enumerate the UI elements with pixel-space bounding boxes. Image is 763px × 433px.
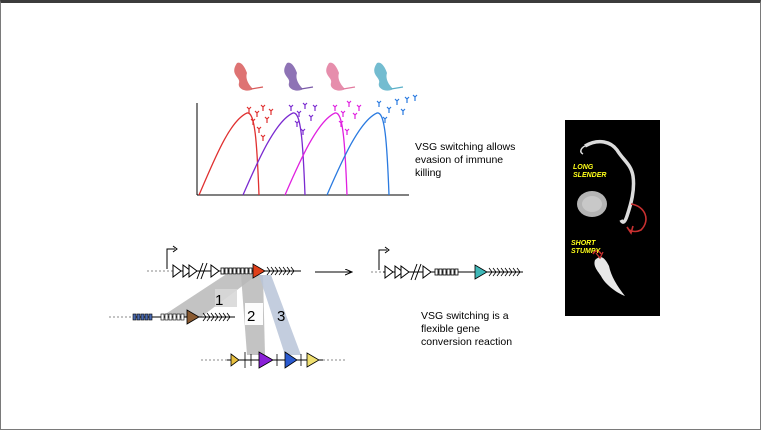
micrograph-panel: LONG SLENDER SHORT STUMPY [565, 120, 660, 316]
caption-immune-evasion: VSG switching allows evasion of immune k… [415, 141, 516, 179]
path-label-1: 1 [215, 292, 223, 309]
path-label-2: 2 [247, 308, 255, 325]
trypanosome-purple [284, 62, 314, 91]
micrograph-image [577, 139, 647, 296]
label-short-stumpy: SHORT STUMPY [571, 240, 601, 255]
caption-gene-conversion: VSG switching is a flexible gene convers… [421, 310, 513, 348]
label-long-slender: LONG SLENDER [573, 164, 607, 179]
path-label-3: 3 [277, 308, 285, 325]
donor-array [201, 351, 347, 369]
expression-site-after [371, 246, 523, 281]
trypanosome-red [234, 62, 264, 91]
trypanosome-pink [326, 62, 356, 91]
trypanosome-cyan [374, 62, 404, 91]
antibodies [246, 94, 418, 141]
parasitemia-waves [196, 103, 409, 196]
conversion-bands [161, 275, 301, 355]
vsg-diagram: 1 2 3 [109, 62, 523, 369]
donor-telomeric [109, 309, 235, 325]
expression-site-before [147, 245, 301, 280]
